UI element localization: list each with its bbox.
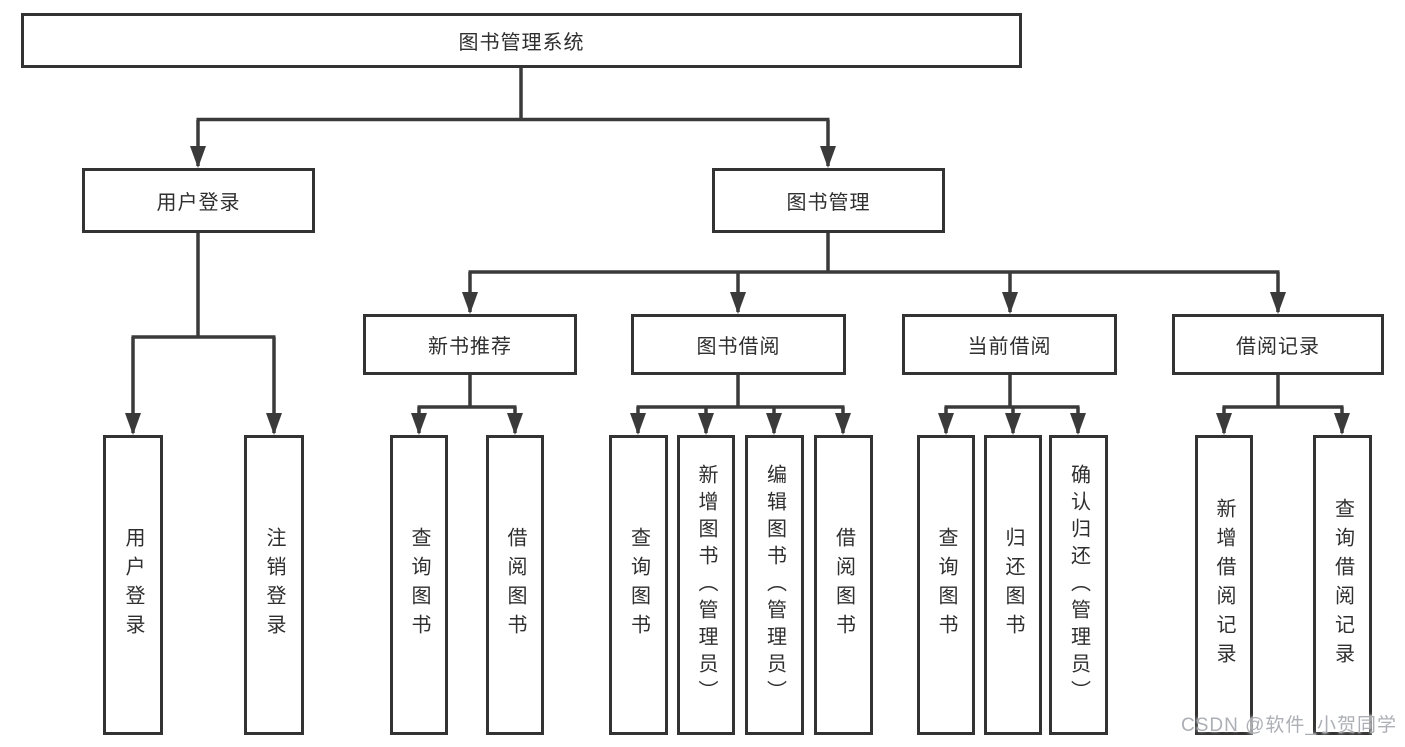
node-leaf-edit-books-admin: 编辑图书（管理员） (745, 435, 804, 735)
node-leaf-borrow-books-1: 借阅图书 (486, 435, 544, 735)
node-book-management: 图书管理 (712, 168, 945, 233)
node-current-borrowing: 当前借阅 (902, 314, 1117, 375)
node-user-login: 用户登录 (82, 168, 315, 233)
node-borrowing-records: 借阅记录 (1172, 314, 1384, 375)
node-leaf-query-books-2: 查询图书 (609, 435, 668, 735)
node-leaf-user-login: 用户登录 (103, 435, 163, 735)
node-leaf-borrow-books-2: 借阅图书 (814, 435, 873, 735)
node-book-borrowing: 图书借阅 (631, 314, 846, 375)
node-leaf-add-books-admin: 新增图书（管理员） (677, 435, 735, 735)
node-leaf-query-borrow-record: 查询借阅记录 (1313, 435, 1372, 735)
csdn-watermark: CSDN @软件_小贺同学 (1181, 715, 1397, 736)
node-root-system: 图书管理系统 (21, 13, 1022, 68)
node-leaf-return-books: 归还图书 (984, 435, 1042, 735)
node-new-book-recommend: 新书推荐 (363, 314, 577, 375)
node-leaf-add-borrow-record: 新增借阅记录 (1195, 435, 1253, 735)
node-leaf-logout: 注销登录 (244, 435, 304, 735)
node-leaf-query-books-1: 查询图书 (390, 435, 448, 735)
node-leaf-confirm-return-admin: 确认归还（管理员） (1049, 435, 1108, 735)
node-leaf-query-books-3: 查询图书 (917, 435, 975, 735)
